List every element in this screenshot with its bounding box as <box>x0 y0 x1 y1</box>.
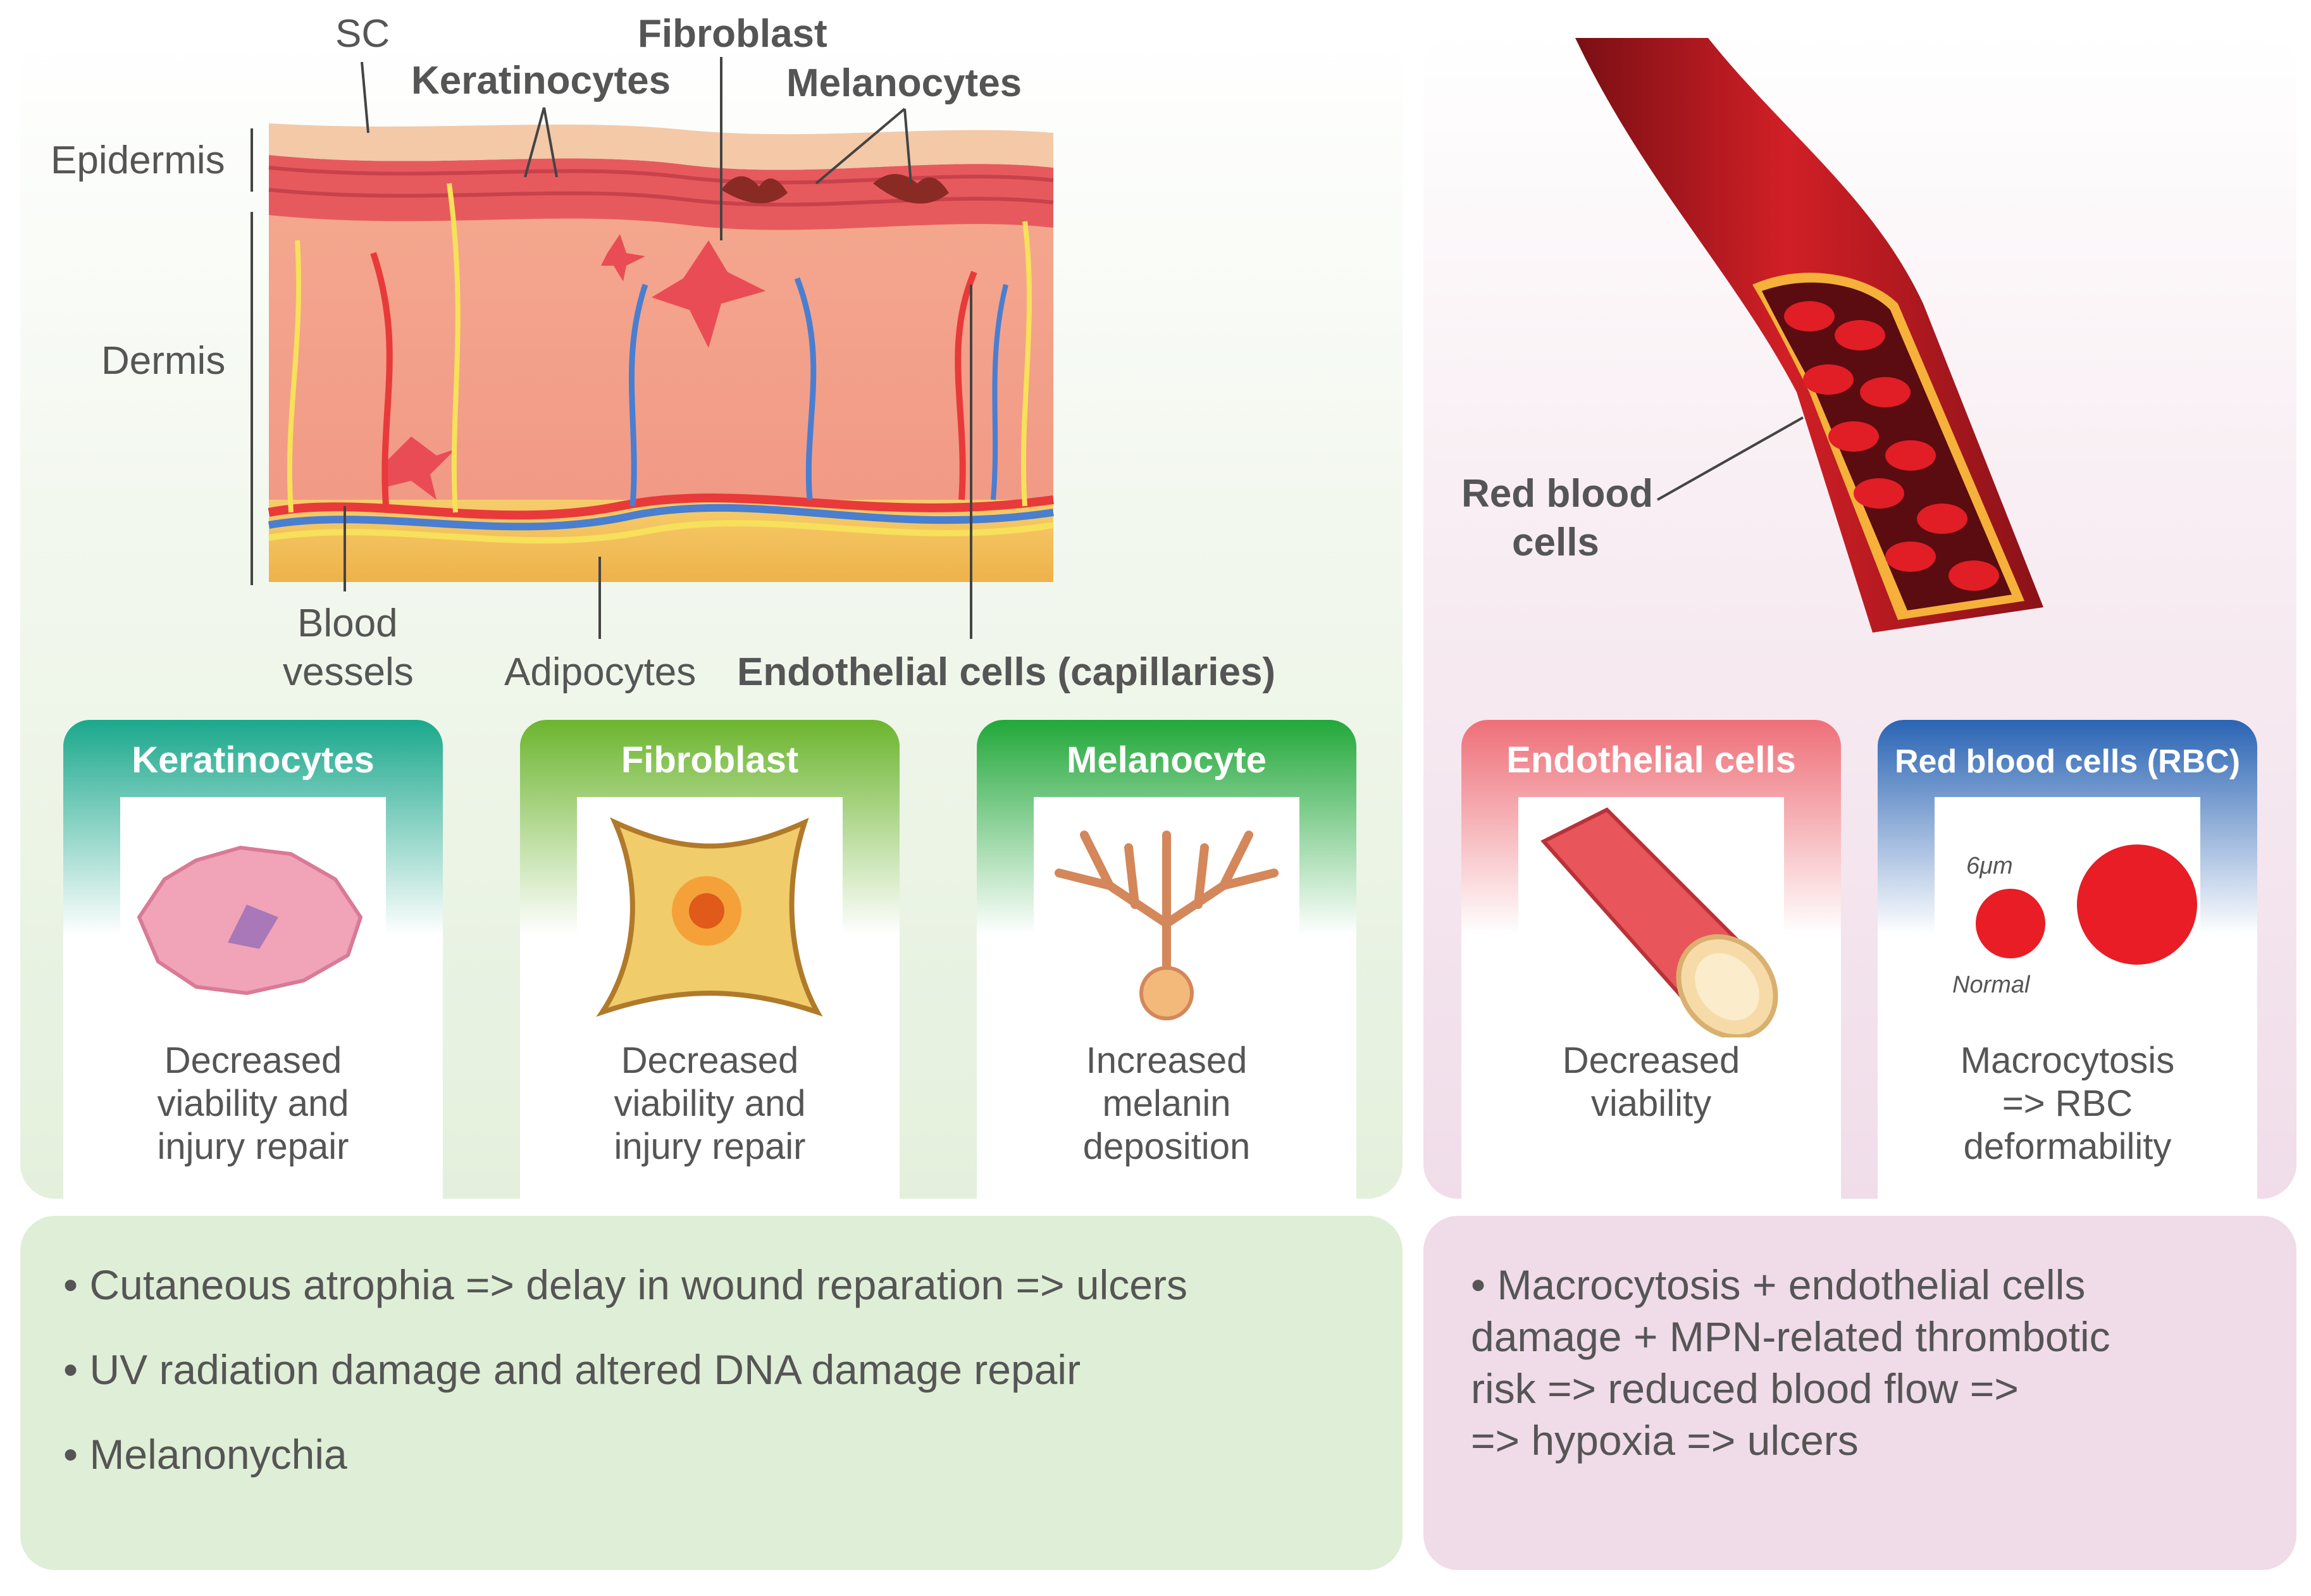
card-title: Red blood cells (RBC) <box>1894 743 2241 780</box>
rbc-size-label: 6μm <box>1966 853 2013 879</box>
rbc-label-line2: cells <box>1512 521 1599 564</box>
fibroblast-image <box>577 797 843 1037</box>
dermis-label: Dermis <box>101 339 226 383</box>
card-rbc: Red blood cells (RBC) 6μm Normal Macrocy… <box>1878 720 2257 1201</box>
blood-vessels-label-line2: vessels <box>283 650 414 694</box>
endothelial-capillaries-label: Endothelial cells (capillaries) <box>737 650 1276 694</box>
melanocytes-label: Melanocytes <box>786 61 1022 105</box>
card-line: Increased <box>1086 1040 1248 1081</box>
card-line: Macrocytosis <box>1960 1040 2175 1081</box>
epidermis-label: Epidermis <box>51 139 225 182</box>
card-line: melanin <box>1102 1083 1231 1124</box>
summary-line: damage + MPN-related thrombotic <box>1471 1313 2110 1360</box>
sc-label: SC <box>335 12 390 56</box>
fibroblast-label: Fibroblast <box>638 12 827 56</box>
card-line: injury repair <box>157 1126 349 1167</box>
card-keratinocytes: Keratinocytes Decreased viability and in… <box>63 720 443 1201</box>
card-line: => RBC <box>2002 1083 2133 1124</box>
skin-leader-lines <box>251 57 972 639</box>
blood-vessel-illustration <box>1575 38 2043 633</box>
card-line: deformability <box>1963 1126 2172 1167</box>
card-line: Decreased <box>621 1040 799 1081</box>
card-line: Decreased <box>1562 1040 1740 1081</box>
rbc-image <box>1935 797 2200 1037</box>
card-title: Keratinocytes <box>132 739 375 781</box>
summary-item: • Melanonychia <box>63 1431 347 1478</box>
skin-summary-list: • Cutaneous atrophia => delay in wound r… <box>63 1259 1187 1513</box>
skin-summary-box <box>20 1216 1403 1570</box>
skin-cross-section-illustration <box>268 123 1054 582</box>
summary-line: • Macrocytosis + endothelial cells <box>1471 1261 2086 1308</box>
card-line: deposition <box>1082 1126 1251 1167</box>
endothelial-image <box>1518 797 1784 1040</box>
card-melanocyte: Melanocyte Increased melanin deposition <box>977 720 1356 1201</box>
blood-vessels-label-line1: Blood <box>297 602 398 645</box>
card-line: viability <box>1590 1083 1712 1124</box>
card-line: Decreased <box>164 1040 342 1081</box>
summary-line: risk => reduced blood flow => <box>1471 1365 2019 1412</box>
summary-item: • UV radiation damage and altered DNA da… <box>63 1346 1081 1393</box>
card-line: injury repair <box>614 1126 806 1167</box>
keratinocyte-image <box>120 797 386 1037</box>
summary-line: => hypoxia => ulcers <box>1471 1417 1859 1464</box>
card-endothelial: Endothelial cells Decreased viability <box>1461 720 1841 1201</box>
blood-summary-box <box>1423 1216 2296 1570</box>
rbc-normal-label: Normal <box>1952 972 2030 998</box>
card-title: Fibroblast <box>621 739 799 781</box>
card-line: viability and <box>157 1083 349 1124</box>
card-line: viability and <box>614 1083 806 1124</box>
card-title: Endothelial cells <box>1506 739 1796 781</box>
rbc-label-line1: Red blood <box>1461 472 1654 516</box>
adipocytes-label: Adipocytes <box>504 650 697 694</box>
card-title: Melanocyte <box>1067 739 1267 781</box>
blood-summary-text: • Macrocytosis + endothelial cells damag… <box>1471 1259 2110 1466</box>
summary-item: • Cutaneous atrophia => delay in wound r… <box>63 1261 1187 1308</box>
card-fibroblast: Fibroblast Decreased viability and injur… <box>520 720 900 1201</box>
melanocyte-image <box>1034 797 1299 1037</box>
keratinocytes-label: Keratinocytes <box>411 59 671 102</box>
